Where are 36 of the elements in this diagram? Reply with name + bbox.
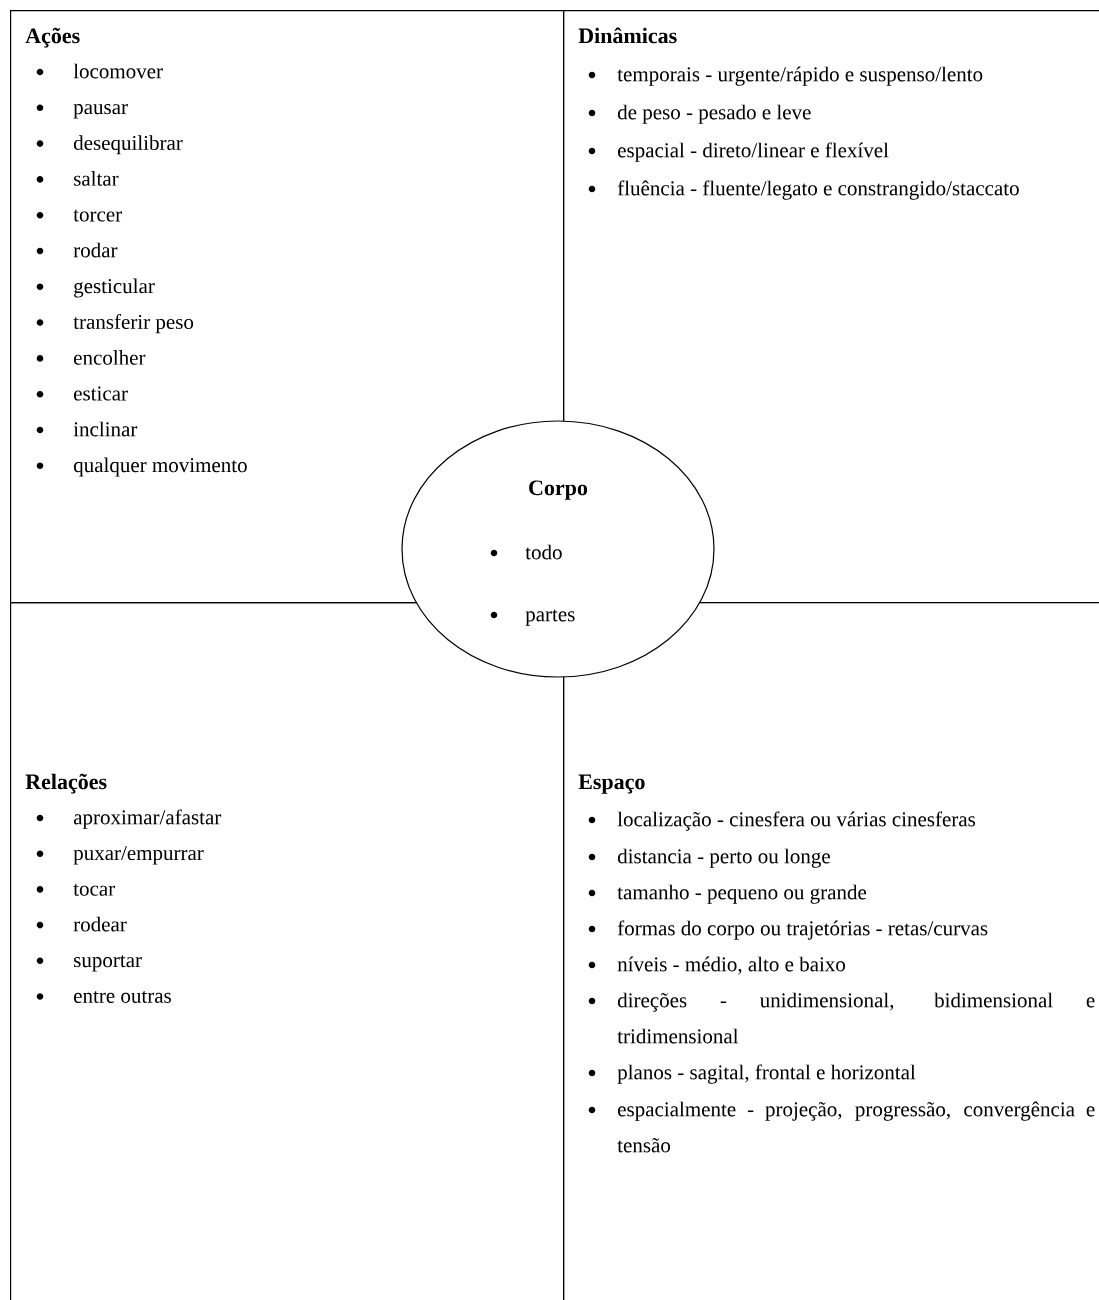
section-heading: Relações [25, 773, 107, 794]
bullet-item: transferir peso [36, 314, 194, 334]
bullet-item: distancia - perto ou longe [588, 848, 830, 868]
bullet-item: encolher [36, 350, 146, 365]
bullet-item: todo [490, 544, 562, 560]
bullet-item: rodar [36, 242, 118, 258]
section-heading: Corpo [529, 480, 588, 500]
bullet-item: tocar [36, 883, 115, 896]
bullet-item: gesticular [36, 278, 155, 298]
bullet-item: espacial - direto/linear e flexível [588, 142, 889, 162]
bullet-item: localização - cinesfera ou várias cinesferas [588, 811, 976, 831]
bullet-item: fluência - fluente/legato e constrangido/staccato [588, 180, 1019, 200]
bullet-item: níveis - médio, alto e baixo [588, 956, 846, 975]
bullet-item: desequilibrar [36, 135, 183, 155]
bullet-item: pausar [36, 104, 128, 119]
bullet-item: qualquer movimento [36, 457, 247, 477]
bullet-item: puxar/empurrar [36, 846, 204, 865]
bullet-item: formas do corpo ou trajetórias - retas/curvas [588, 920, 988, 940]
bullet-item: temporais - urgente/rápido e suspenso/lento [588, 66, 983, 86]
bullet-item: entre outras [36, 990, 171, 1003]
section-heading: Ações [25, 27, 80, 48]
bullet-item: inclinar [36, 421, 138, 437]
bullet-item: de peso - pesado e leve [588, 104, 811, 124]
bullet-item: espacialmente - projeção, progressão, convergência e tensão [588, 1101, 1095, 1153]
bullet-item: suportar [36, 955, 142, 972]
bullet-item: locomover [36, 63, 163, 79]
bullet-item: tamanho - pequeno ou grande [588, 884, 867, 904]
bullet-item: rodear [36, 916, 127, 932]
bullet-item: partes [490, 609, 575, 626]
bullet-item: esticar [36, 386, 128, 401]
section-heading: Dinâmicas [578, 27, 677, 44]
bullet-item: aproximar/afastar [36, 809, 222, 829]
bullet-item: saltar [36, 171, 119, 186]
bullet-item: torcer [36, 209, 122, 222]
bullet-item: planos - sagital, frontal e horizontal [588, 1064, 916, 1084]
section-heading: Espaço [578, 774, 645, 794]
